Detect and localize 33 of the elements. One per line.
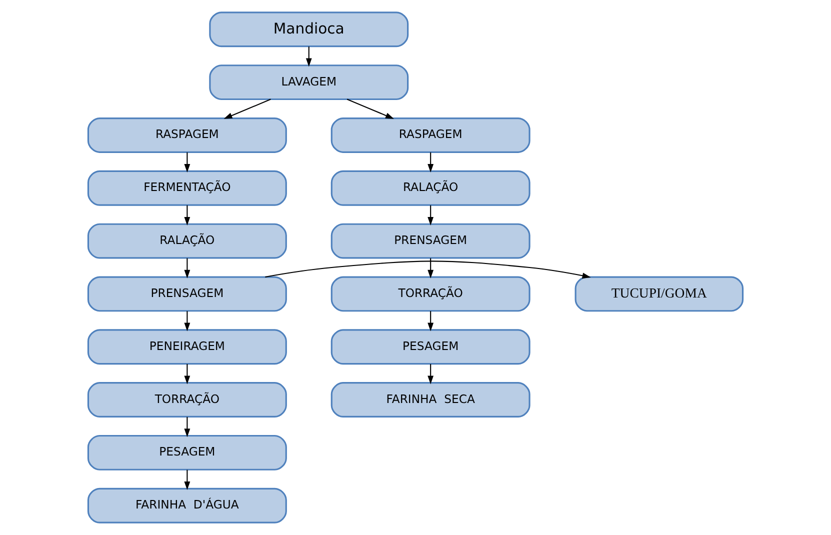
arrow [184,364,190,384]
arrow [184,152,190,173]
arrow [428,152,434,173]
node-box: PENEIRAGEM [87,329,287,365]
node-box: PESAGEM [330,329,530,365]
arrow [428,258,434,278]
arrow [184,205,190,226]
node-box: PRENSAGEM [87,276,287,312]
arrow [184,470,190,490]
node-box: TORRAÇÃO [87,382,287,418]
node-box: FERMENTAÇÃO [87,170,287,206]
node-box: TUCUPI/GOMA [574,276,744,312]
node-box: FARINHA SECA [330,382,530,418]
node-box: FARINHA D'ÁGUA [87,488,287,524]
node-box: Mandioca [209,12,409,48]
arrow [428,205,434,226]
arrow [346,98,394,119]
arrow [184,311,190,332]
node-box: RALAÇÃO [87,223,287,259]
arrow [224,98,271,119]
arrow [184,258,190,278]
arrow [184,416,190,438]
node-box: RASPAGEM [87,118,287,153]
arrow [428,364,434,384]
node-box: PRENSAGEM [330,223,530,259]
node-box: TORRAÇÃO [330,276,530,312]
arrow [306,46,312,67]
node-box: RALAÇÃO [330,170,530,206]
node-box: LAVAGEM [209,64,409,100]
arrow [428,311,434,332]
node-box: RASPAGEM [330,118,530,153]
node-box: PESAGEM [87,434,287,470]
arrow [265,260,591,279]
